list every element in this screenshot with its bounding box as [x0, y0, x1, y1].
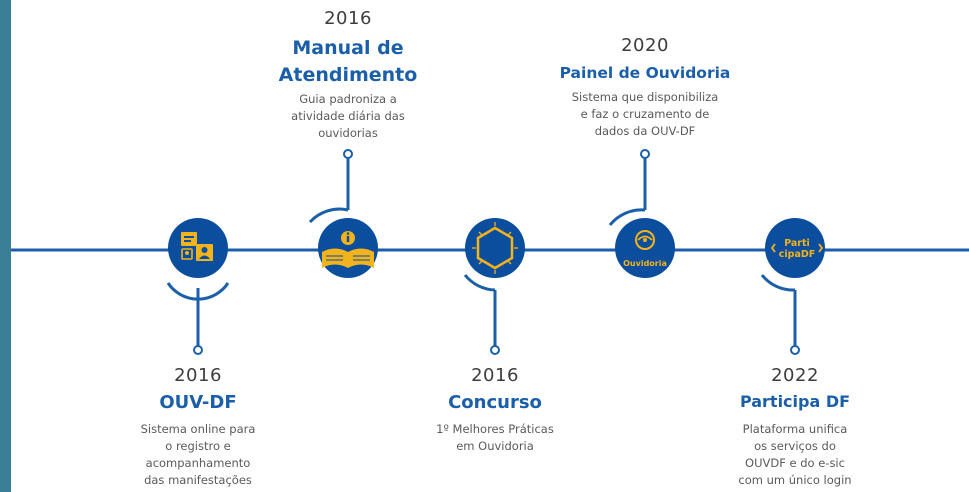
node-2-arc — [308, 207, 349, 224]
node-5-circle — [765, 218, 825, 278]
svg-text:Ouvidoria: Ouvidoria — [623, 259, 667, 268]
milestone-3-title: Concurso — [448, 392, 542, 413]
milestone-4-title: Painel de Ouvidoria — [559, 64, 731, 82]
milestone-2-desc-line-1: Guia padroniza a — [299, 92, 397, 106]
milestone-3-desc-line-1: 1º Melhores Práticas — [436, 422, 554, 436]
side-accent-bar — [0, 0, 11, 492]
milestone-4-desc-line-3: dados da OUV-DF — [594, 124, 696, 138]
milestone-2-year: 2016 — [324, 8, 372, 29]
node-3-dot — [490, 345, 500, 355]
svg-text:Parti: Parti — [784, 238, 810, 249]
node-2-circle — [318, 218, 378, 278]
people-icon — [181, 232, 213, 261]
milestone-5-desc-line-4: com um único login — [738, 473, 852, 487]
milestone-5-title: Participa DF — [739, 392, 851, 411]
milestone-2-title-line-2: Atendimento — [278, 64, 418, 86]
milestone-2-desc-line-2: atividade diária das — [291, 109, 405, 123]
award-icon — [472, 222, 518, 274]
svg-text:cipaDF: cipaDF — [779, 249, 815, 260]
milestone-2-title-line-1: Manual de — [292, 37, 404, 59]
participa-df-icon: Parti cipaDF — [770, 238, 824, 260]
book-icon — [322, 231, 374, 268]
milestone-1-desc-line-3: acompanhamento — [145, 456, 251, 470]
node-1-dot — [193, 345, 203, 355]
milestone-1-desc-line-4: das manifestações — [144, 473, 252, 487]
node-5-dot — [790, 345, 800, 355]
milestone-4-desc-line-1: Sistema que disponibiliza — [571, 90, 719, 104]
milestone-2-desc-line-3: ouvidorias — [318, 126, 378, 140]
node-4-arc — [608, 208, 646, 226]
milestone-3-year: 2016 — [471, 365, 519, 386]
milestone-1-desc-line-1: Sistema online para — [140, 422, 256, 436]
node-3-arc — [463, 274, 496, 292]
painel-ouvidoria-icon: Ouvidoria — [623, 230, 667, 268]
node-5-arc — [760, 274, 796, 292]
milestone-4-year: 2020 — [621, 35, 669, 56]
node-4-dot — [640, 149, 650, 159]
milestone-5-desc-line-2: os serviços do — [754, 439, 836, 453]
milestone-5-desc-line-1: Plataforma unifica — [742, 422, 848, 436]
milestone-3-desc-line-2: em Ouvidoria — [456, 439, 534, 453]
milestone-4-desc-line-2: e faz o cruzamento de — [580, 107, 710, 121]
milestone-1-year: 2016 — [174, 365, 222, 386]
milestone-5-desc-line-3: OUVDF e do e-sic — [745, 456, 845, 470]
node-2-dot — [343, 149, 353, 159]
milestone-1-desc-line-2: o registro e — [165, 439, 231, 453]
milestone-1-title: OUV-DF — [159, 392, 237, 413]
milestone-5-year: 2022 — [771, 365, 819, 386]
